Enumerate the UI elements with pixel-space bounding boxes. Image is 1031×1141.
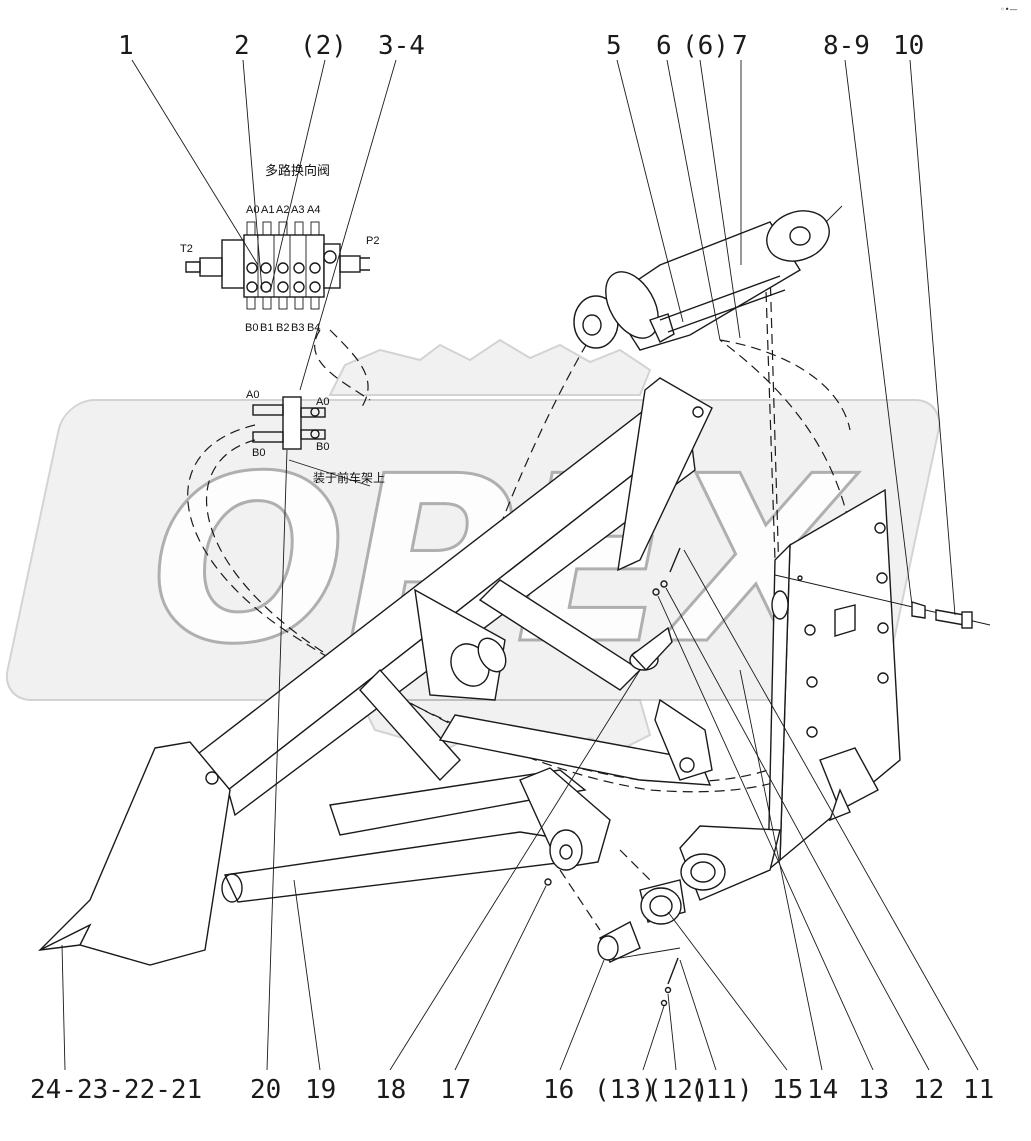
leader-lines — [61, 59, 979, 1071]
callout-10: 10 — [893, 31, 924, 61]
callout-13-paren: (13) — [594, 1075, 657, 1105]
connector-left-a0: A0 — [246, 389, 259, 401]
callout-11: 11 — [963, 1075, 994, 1105]
callout-5: 5 — [606, 31, 622, 61]
valve-port-t2: T2 — [180, 243, 193, 255]
callout-13: 13 — [858, 1075, 889, 1105]
hydraulic-cylinder — [573, 205, 843, 351]
callout-11-paren: (11) — [690, 1075, 753, 1105]
valve-port-b1: B1 — [260, 322, 273, 334]
callout-15: 15 — [772, 1075, 803, 1105]
valve-port-p2: P2 — [366, 235, 379, 247]
multi-way-valve: 多路换向阀 — [180, 163, 379, 334]
push-beam — [679, 788, 851, 901]
valve-port-a1: A1 — [261, 204, 274, 216]
mounting-plate — [767, 488, 991, 872]
valve-title: 多路换向阀 — [265, 163, 330, 179]
callouts-bottom: 24-23-22-21 20 19 18 17 16 (13) (12) (11… — [30, 1075, 994, 1105]
callout-2: 2 — [234, 31, 250, 61]
callout-24-23-22-21: 24-23-22-21 — [30, 1075, 202, 1105]
callout-18: 18 — [375, 1075, 406, 1105]
callout-12: 12 — [913, 1075, 944, 1105]
valve-port-b2: B2 — [276, 322, 289, 334]
valve-port-a0: A0 — [246, 204, 259, 216]
connector-left-b0: B0 — [252, 447, 265, 459]
frame-connector-block: A0 B0 A0 B0 装于前车架上 — [246, 389, 385, 487]
small-parts — [544, 547, 686, 1007]
valve-port-a3: A3 — [291, 204, 304, 216]
valve-port-a2: A2 — [276, 204, 289, 216]
callout-3-4: 3-4 — [378, 31, 425, 61]
callout-16: 16 — [543, 1075, 574, 1105]
callout-6-paren: (6) — [682, 31, 729, 61]
corner-mark: ◦•— — [1000, 5, 1017, 14]
callouts-top: 1 2 (2) 3-4 5 6 (6) 7 8-9 10 — [118, 31, 924, 61]
mount-note: 装于前车架上 — [313, 470, 385, 485]
callout-7: 7 — [732, 31, 748, 61]
callout-6: 6 — [656, 31, 672, 61]
callout-8-9: 8-9 — [823, 31, 870, 61]
callout-2-paren: (2) — [300, 31, 347, 61]
valve-port-b3: B3 — [291, 322, 304, 334]
callout-1: 1 — [118, 31, 134, 61]
callout-17: 17 — [440, 1075, 471, 1105]
lower-linkage — [221, 579, 713, 903]
connector-right-b0: B0 — [316, 441, 329, 453]
connector-right-a0: A0 — [316, 396, 329, 408]
valve-port-b0: B0 — [245, 322, 258, 334]
valve-port-a4: A4 — [307, 204, 320, 216]
callout-20: 20 — [250, 1075, 281, 1105]
callout-14: 14 — [807, 1075, 838, 1105]
callout-19: 19 — [305, 1075, 336, 1105]
callout-12-paren: (12) — [646, 1075, 709, 1105]
